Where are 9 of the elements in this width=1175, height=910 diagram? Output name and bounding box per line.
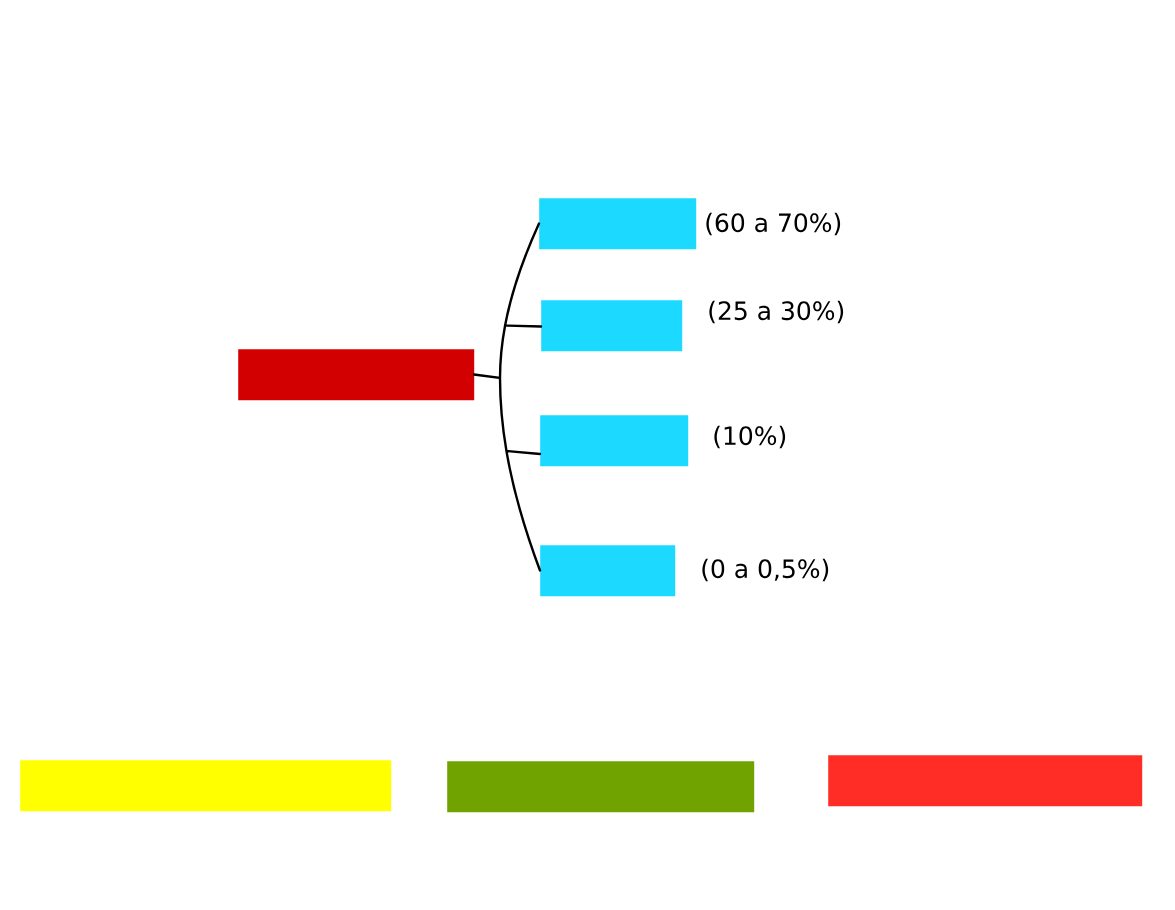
blank-box: [20, 760, 392, 812]
blank-box: [238, 349, 475, 401]
percentage-label: (25 a 30%): [709, 300, 844, 324]
percentage-label: (60 a 70%): [706, 212, 841, 236]
percentage-label: (10%): [714, 425, 786, 449]
bracket-connector: [472, 222, 543, 572]
percentage-label: (0 a 0,5%): [702, 558, 829, 582]
blank-box: [447, 761, 755, 813]
blank-box: [828, 755, 1143, 807]
